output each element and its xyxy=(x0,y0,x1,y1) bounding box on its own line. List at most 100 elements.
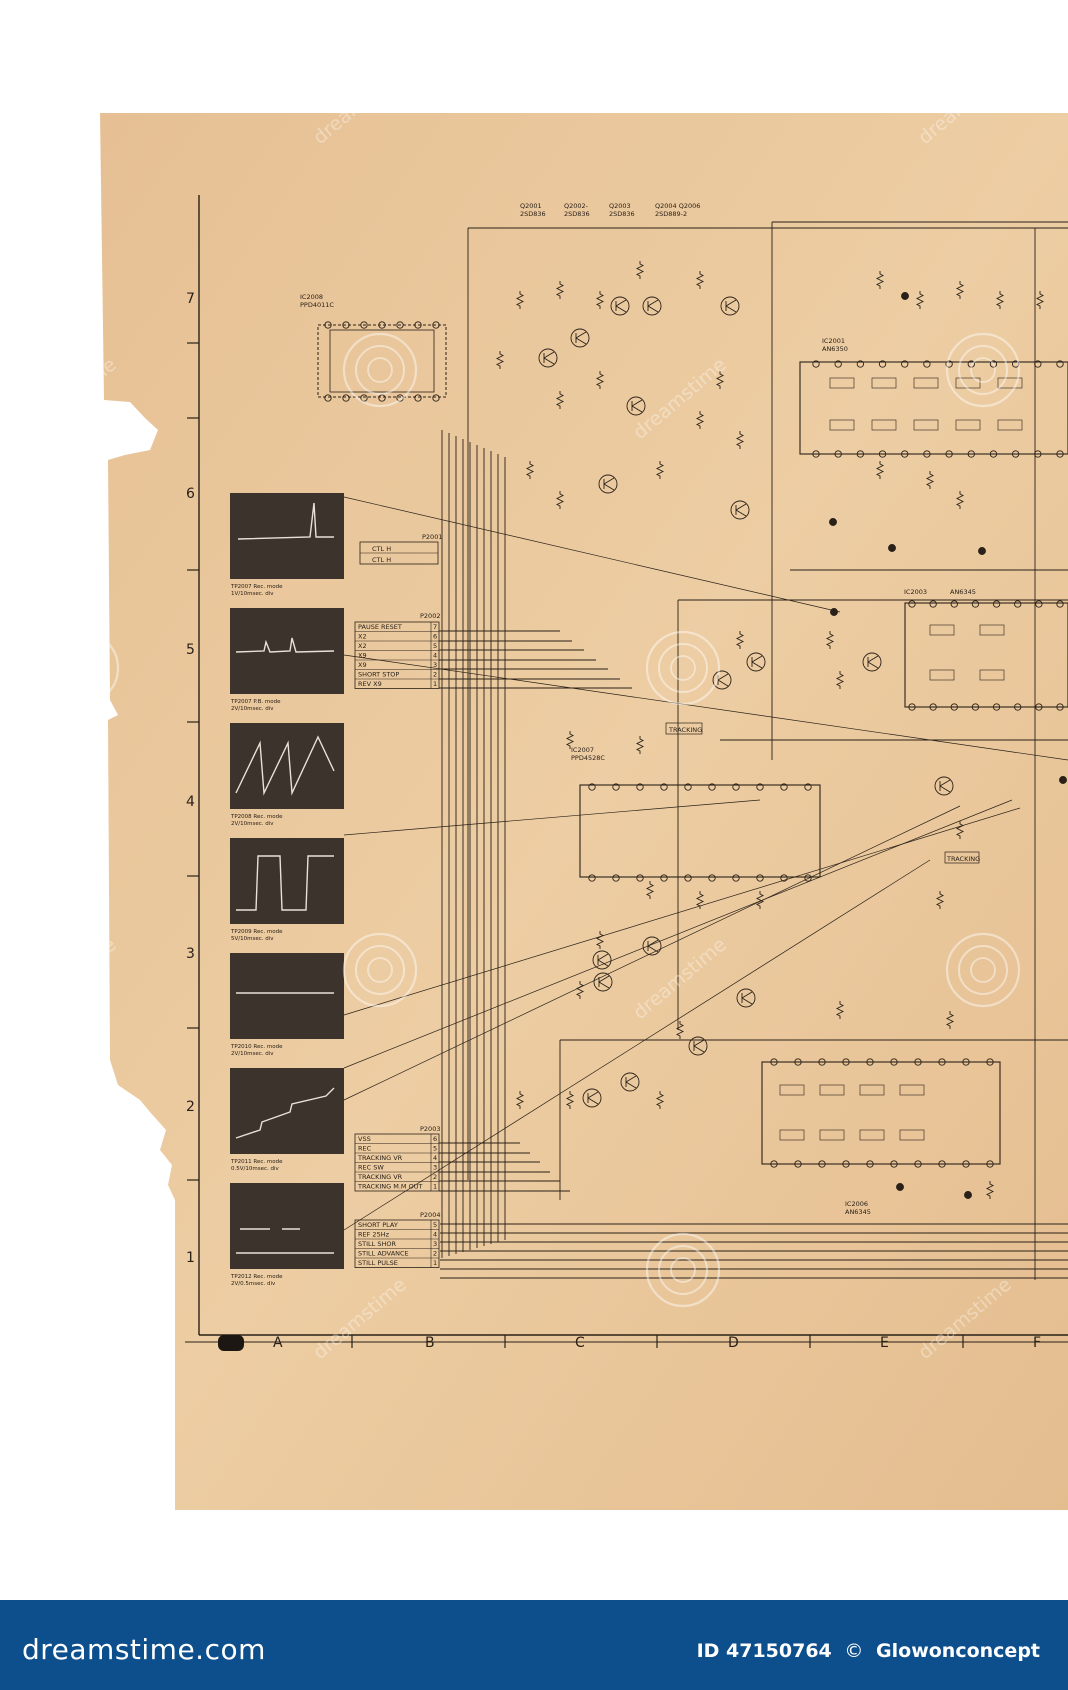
transistor-symbol xyxy=(688,1036,708,1056)
column-label: C xyxy=(575,1335,585,1351)
transistor-ref: Q2002- xyxy=(564,202,589,210)
waveform-caption: TP2009 Rec. mode xyxy=(230,929,283,935)
resistor-symbol xyxy=(695,891,705,909)
resistor-symbol xyxy=(715,371,725,389)
ic-part: PPD4011C xyxy=(300,301,334,309)
resistor-symbol xyxy=(955,491,965,509)
column-labels: A B C D E F xyxy=(273,1335,1041,1351)
ic-2008: IC2008 PPD4011C xyxy=(300,293,447,398)
pin-number: 3 xyxy=(433,1240,437,1248)
column-ticks xyxy=(351,1335,964,1348)
row-label: 5 xyxy=(186,642,195,658)
transistor-symbol xyxy=(746,652,766,672)
connector-pin: TRACKING M.M OUT xyxy=(357,1183,422,1191)
resistor-symbol xyxy=(985,1181,995,1199)
connector-pin: REF 25Hz xyxy=(358,1231,390,1239)
ic-ref: IC2003 xyxy=(904,588,927,596)
resistor-symbol xyxy=(695,271,705,289)
resistor-symbol xyxy=(655,461,665,479)
watermark-text: dreamstime xyxy=(19,934,121,1024)
waveform-scale: 2V/0.5msec. div xyxy=(231,1281,276,1287)
resistor-symbol xyxy=(955,821,965,839)
transistor-symbol xyxy=(620,1072,640,1092)
watermark-swirl xyxy=(44,1232,120,1308)
resistor-symbol xyxy=(555,281,565,299)
footer-bar: dreamstime.com ID 47150764 © Glowonconce… xyxy=(0,1600,1068,1690)
ic-ref: IC2006 xyxy=(845,1200,868,1208)
watermark-swirl xyxy=(44,32,120,108)
connector-pin: TRACKING VR xyxy=(357,1154,403,1162)
transistor-symbol xyxy=(582,1088,602,1108)
watermark-swirl xyxy=(645,630,721,706)
resistor-symbol xyxy=(835,1001,845,1019)
watermark-swirl xyxy=(342,332,418,408)
copyright-symbol: © xyxy=(844,1640,864,1662)
waveform-scale: 2V/10msec. div xyxy=(231,706,274,712)
transistor-symbol xyxy=(730,500,750,520)
connector-pin: X2 xyxy=(358,633,367,641)
transistor-labels: Q2001 2SD836 Q2002- 2SD836 Q2003 2SD836 … xyxy=(520,202,700,218)
resistor-symbol xyxy=(915,291,925,309)
connector-pin: TRACKING VR xyxy=(357,1173,403,1181)
transistor-symbol xyxy=(862,652,882,672)
ink-blot xyxy=(218,1335,244,1351)
ic-part: AN6345 xyxy=(950,588,976,596)
transistor-ref: Q2003 xyxy=(609,202,631,210)
watermark-swirl xyxy=(342,932,418,1008)
transistor-symbol xyxy=(610,296,630,316)
transistor-symbol xyxy=(934,776,954,796)
resistor-symbol xyxy=(695,411,705,429)
connector-pin: REC xyxy=(358,1145,372,1153)
resistor-symbol xyxy=(575,981,585,999)
pin-number: 6 xyxy=(433,1135,437,1143)
row-labels: 7 6 5 4 3 2 1 xyxy=(186,291,195,1266)
transistor-symbol xyxy=(626,396,646,416)
waveform-caption: TP2011 Rec. mode xyxy=(230,1159,283,1165)
image-credit: ID 47150764 © Glowonconcept xyxy=(697,1640,1040,1662)
resistor-symbol xyxy=(675,1021,685,1039)
resistor-symbol xyxy=(635,261,645,279)
waveform-scale: 5V/10msec. div xyxy=(231,936,274,942)
row-label: 1 xyxy=(186,1250,195,1266)
resistor-symbol xyxy=(935,891,945,909)
connector-pin: SHORT PLAY xyxy=(358,1221,398,1229)
resistor-symbol xyxy=(555,491,565,509)
waveform-scale: 1V/10msec. div xyxy=(231,591,274,597)
transistor-part: 2SD836 xyxy=(564,210,590,218)
transistor-part: 2SD836 xyxy=(520,210,546,218)
connector-pin: CTL H xyxy=(372,545,391,553)
waveform-caption: TP2012 Rec. mode xyxy=(230,1274,283,1280)
connector-pin: STILL ADVANCE xyxy=(358,1250,409,1258)
resistor-symbol xyxy=(835,671,845,689)
ic-part: PPD4528C xyxy=(571,754,605,762)
resistor-symbol xyxy=(645,881,655,899)
connector-pin: STILL PULSE xyxy=(358,1259,398,1267)
connector-ref: P2001 xyxy=(422,533,442,541)
transistor-symbol xyxy=(538,348,558,368)
ic-2001: IC2001 AN6350 xyxy=(799,337,1068,455)
watermark-swirl xyxy=(945,1527,1021,1600)
resistor-symbol xyxy=(495,351,505,369)
brand-logo[interactable]: dreamstime.com xyxy=(22,1633,266,1666)
pin-number: 2 xyxy=(433,1250,437,1258)
transistor-symbol xyxy=(570,328,590,348)
author-name[interactable]: Glowonconcept xyxy=(876,1640,1040,1662)
resistor-symbol xyxy=(515,1091,525,1109)
resistor-symbol xyxy=(875,271,885,289)
ic-part: AN6350 xyxy=(822,345,848,353)
pin-number: 4 xyxy=(433,652,437,660)
resistor-symbol xyxy=(735,631,745,649)
resistor-symbol xyxy=(565,731,575,749)
resistor-symbol xyxy=(635,736,645,754)
components xyxy=(324,261,1067,1199)
column-label: B xyxy=(425,1335,435,1351)
waveform-caption: TP2007 Rec. mode xyxy=(230,584,283,590)
resistor-symbol xyxy=(525,461,535,479)
pin-number: 2 xyxy=(433,671,437,679)
pin-number: 3 xyxy=(433,1164,437,1172)
row-label: 7 xyxy=(186,291,195,307)
